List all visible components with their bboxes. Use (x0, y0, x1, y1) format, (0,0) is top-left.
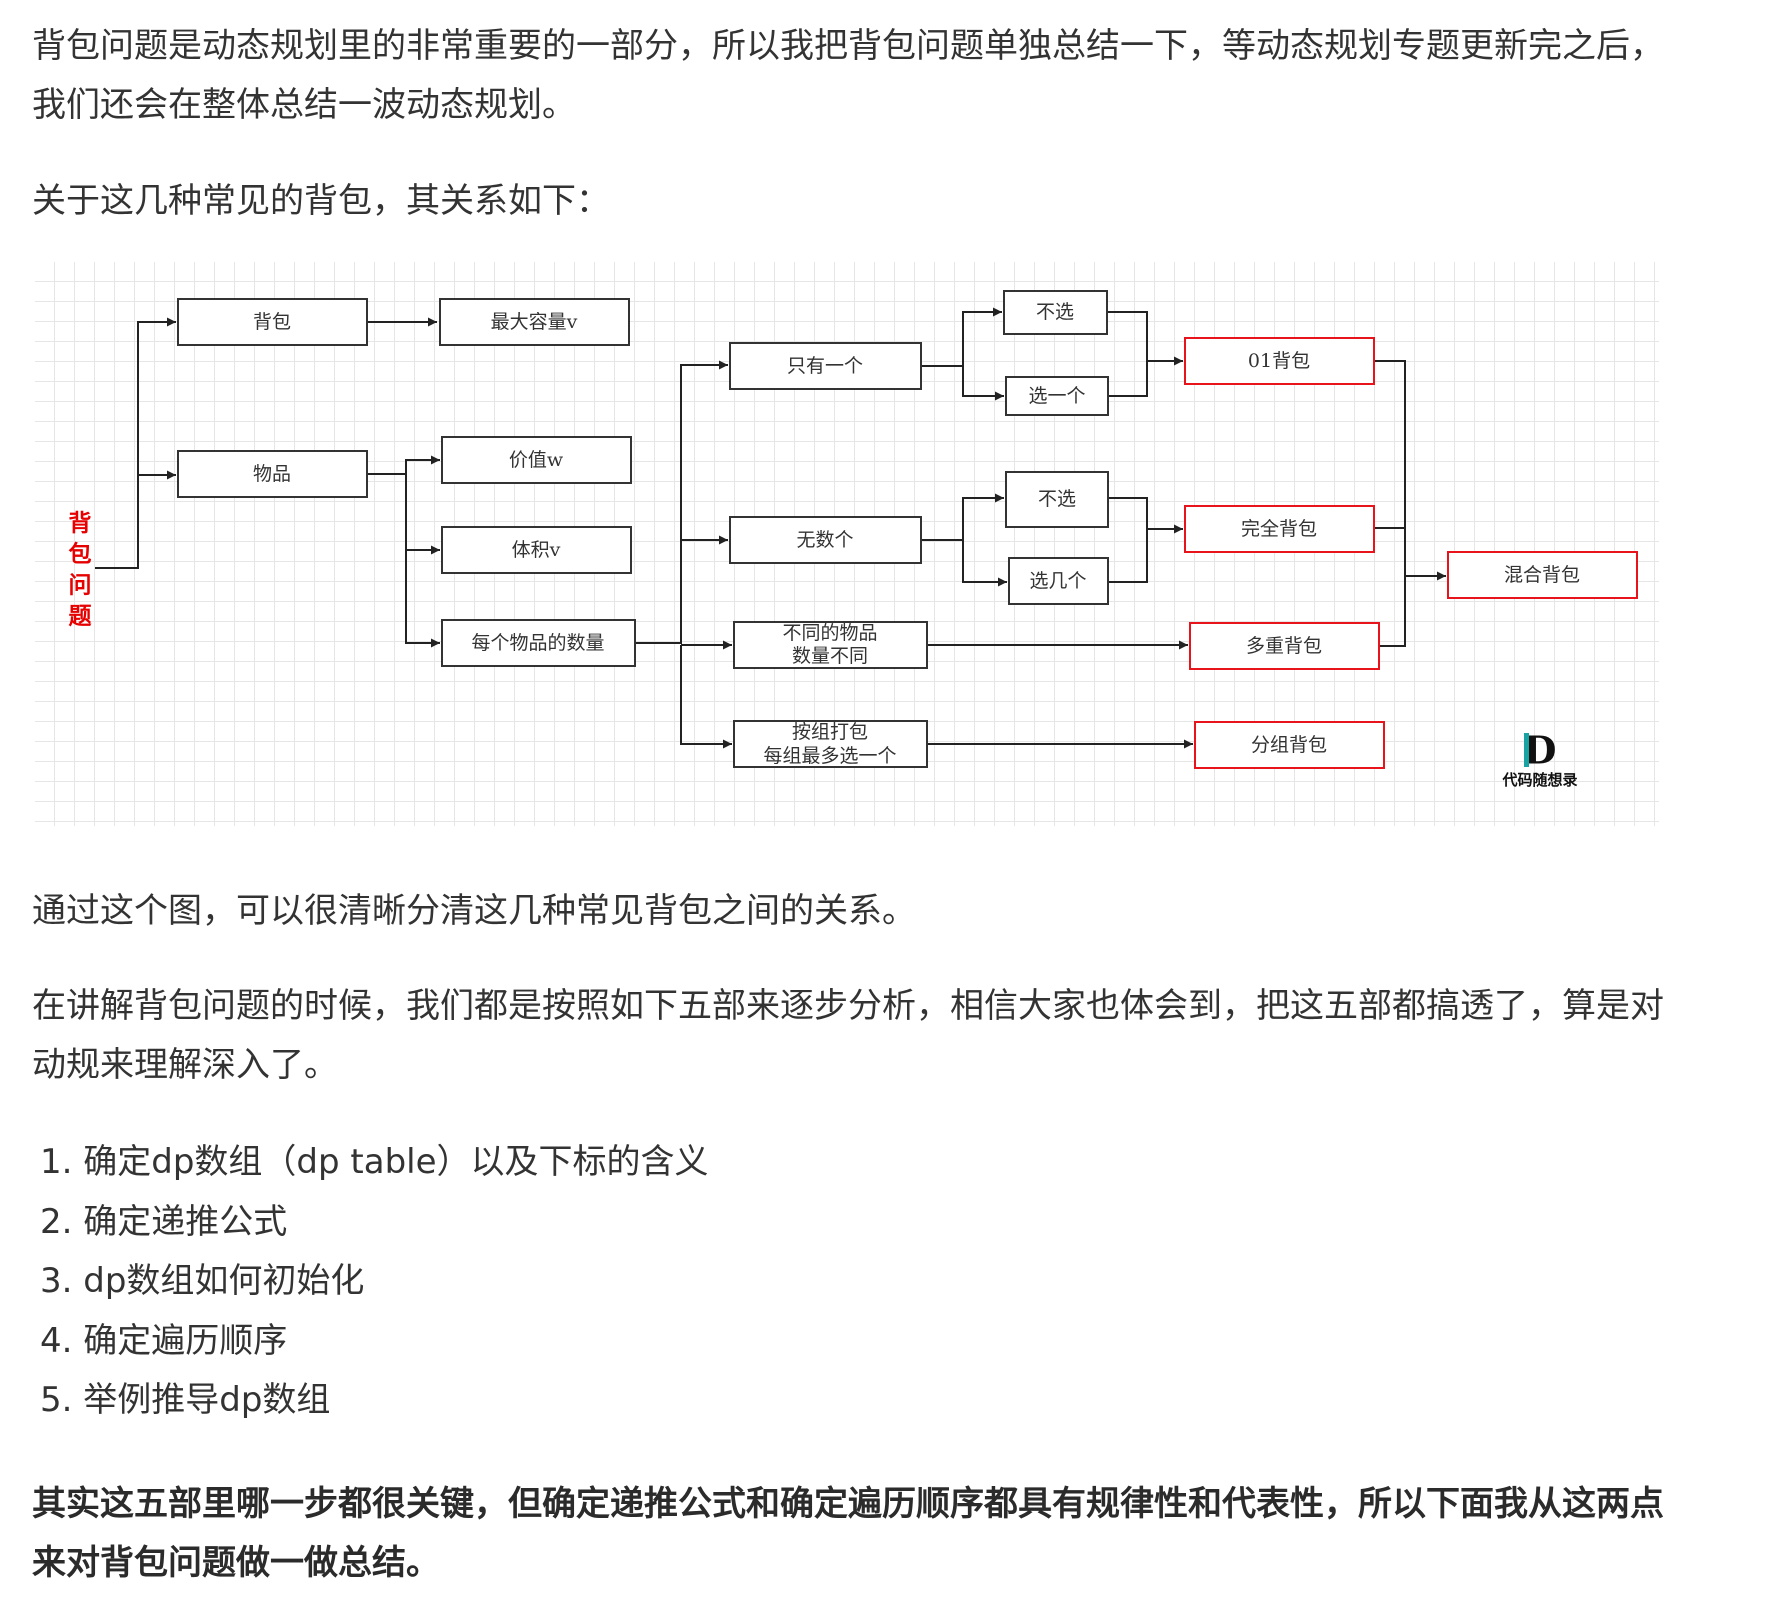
arrow-item-to-count (405, 550, 440, 648)
node-mixed-label: 混合背包 (1504, 564, 1580, 586)
node-pick-some-box (1008, 557, 1109, 605)
node-unlimited-box (729, 516, 922, 564)
node-pick-one-box (1005, 376, 1109, 416)
list-item-text: 举例推导dp数组 (83, 1380, 331, 1420)
node-different-label-line2: 数量不同 (792, 645, 868, 667)
list-item: 2. 确定递推公式 (40, 1193, 709, 1253)
line-skip-pick-one-merge (1089, 311, 1148, 397)
node-group-label-line1: 按组打包 (792, 721, 868, 743)
node-different-box (733, 621, 928, 669)
node-bag-box (177, 298, 368, 346)
list-item-text: 确定dp数组（dp table）以及下标的含义 (83, 1142, 709, 1182)
node-grouped-box (1194, 721, 1385, 769)
node-skip-b-label: 不选 (1038, 488, 1076, 510)
diagram-result-boxes (1184, 337, 1638, 769)
arrow-item-to-value (367, 455, 440, 475)
list-item: 1. 确定dp数组（dp table）以及下标的含义 (40, 1133, 709, 1193)
arrow-count-to-group (680, 645, 732, 749)
node-capacity-label: 最大容量v (491, 311, 578, 333)
node-zero-one-box (1184, 337, 1375, 385)
list-item: 5. 举例推导dp数组 (40, 1371, 709, 1431)
after-figure-paragraph: 通过这个图，可以很清晰分清这几种常见背包之间的关系。 (32, 891, 916, 931)
root-char: 问 (69, 572, 92, 599)
arrow-count-to-only-one (635, 360, 728, 644)
logo-caption: 代码随想录 (1501, 771, 1577, 789)
list-item-number: 5. (40, 1380, 73, 1420)
list-item-text: 确定遍历顺序 (83, 1320, 288, 1361)
diagram-boxes (177, 290, 1109, 768)
intro-paragraph: 背包问题是动态规划里的非常重要的一部分，所以我把背包问题单独总结一下，等动态规划… (32, 26, 1664, 125)
list-item-number: 3. (40, 1261, 73, 1301)
arrow-root-to-bag (95, 317, 176, 569)
node-count-label: 每个物品的数量 (471, 632, 604, 654)
steps-list: 1. 确定dp数组（dp table）以及下标的含义 2. 确定递推公式 3. … (40, 1133, 709, 1431)
knapsack-diagram: 背包 最大容量v 物品 价值w 体积v 每个物品的数量 只有一个 无数个 不同的… (35, 262, 1659, 826)
line-skip-pick-some-merge (1093, 497, 1148, 583)
arrow-unlimited-to-pick-some (962, 540, 1007, 587)
list-item-text: dp数组如何初始化 (83, 1261, 365, 1301)
line-zero-one-multiple-merge (1371, 360, 1406, 647)
node-volume-label: 体积v (512, 539, 561, 561)
arrow-unlimited-to-skip (921, 493, 1004, 541)
node-different-label-line1: 不同的物品 (782, 622, 877, 644)
node-bag-label: 背包 (253, 311, 291, 333)
list-item-number: 1. (40, 1142, 73, 1182)
node-complete-box (1184, 505, 1375, 553)
logo-letter: D (1524, 728, 1557, 773)
steps-intro-paragraph: 在讲解背包问题的时候，我们都是按照如下五部来逐步分析，相信大家也体会到，把这五部… (32, 986, 1664, 1085)
arrow-only-one-to-pick-one (962, 366, 1004, 401)
node-item-box (177, 450, 368, 498)
node-zero-one-label: 01背包 (1248, 350, 1310, 372)
root-label: 背 包 问 题 (69, 510, 92, 630)
conclusion-paragraph: 其实这五部里哪一步都很关键，但确定递推公式和确定遍历顺序都具有规律性和代表性，所… (32, 1484, 1664, 1583)
node-group-label-line2: 每组最多选一个 (763, 745, 896, 767)
list-item: 4. 确定遍历顺序 (40, 1312, 709, 1372)
root-char: 题 (69, 603, 92, 630)
node-mixed-box (1447, 551, 1638, 599)
site-logo: D 代码随想录 (1501, 728, 1577, 790)
node-skip-b-box (1005, 471, 1109, 528)
node-skip-a-label: 不选 (1036, 301, 1074, 323)
node-value-label: 价值w (509, 449, 564, 471)
list-item: 3. dp数组如何初始化 (40, 1252, 709, 1312)
node-grouped-label: 分组背包 (1251, 734, 1327, 756)
root-char: 背 (69, 510, 92, 537)
arrow-item-to-volume (405, 474, 440, 555)
relation-paragraph: 关于这几种常见的背包，其关系如下： (32, 181, 610, 221)
node-complete-label: 完全背包 (1241, 518, 1317, 540)
diagram-canvas: 背包 最大容量v 物品 价值w 体积v 每个物品的数量 只有一个 无数个 不同的… (69, 290, 1638, 790)
node-only-one-label: 只有一个 (787, 355, 863, 377)
node-capacity-box (439, 298, 630, 346)
node-unlimited-label: 无数个 (796, 529, 853, 551)
arrow-only-one-to-skip (921, 307, 1002, 367)
root-char: 包 (69, 541, 92, 568)
node-multiple-label: 多重背包 (1246, 635, 1322, 657)
node-pick-one-label: 选一个 (1028, 385, 1085, 407)
node-volume-box (441, 526, 632, 574)
node-only-one-box (729, 342, 922, 390)
node-multiple-box (1189, 622, 1380, 670)
diagram-connectors (95, 307, 1446, 749)
node-value-box (441, 436, 632, 484)
node-pick-some-label: 选几个 (1029, 570, 1086, 592)
node-item-label: 物品 (253, 463, 291, 485)
logo-accent (1524, 733, 1529, 767)
node-group-box (733, 720, 928, 768)
node-skip-a-box (1003, 290, 1108, 335)
list-item-number: 4. (40, 1320, 73, 1361)
list-item-text: 确定递推公式 (83, 1201, 288, 1242)
list-item-number: 2. (40, 1201, 73, 1242)
diagram-labels: 背包 最大容量v 物品 价值w 体积v 每个物品的数量 只有一个 无数个 不同的… (253, 301, 1580, 767)
node-count-box (441, 619, 636, 667)
